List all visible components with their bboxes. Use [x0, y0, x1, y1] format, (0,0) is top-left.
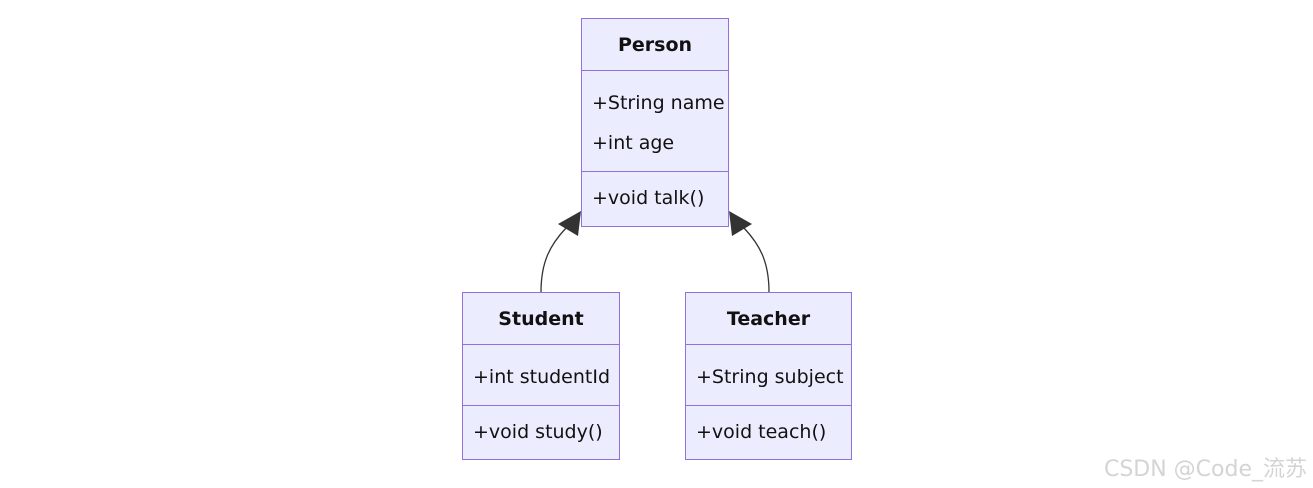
class-box-person[interactable]: Person +String name +int age +void talk(… [581, 18, 729, 227]
inheritance-edge-teacher-person [743, 227, 770, 293]
method-talk: +void talk() [592, 187, 705, 209]
attribute-age: +int age [592, 132, 675, 154]
method-teach: +void teach() [696, 421, 827, 443]
methods-section-person: +void talk() [582, 172, 728, 210]
attribute-name: +String name [592, 92, 725, 114]
method-study: +void study() [473, 421, 603, 443]
inheritance-arrowhead-student [558, 211, 581, 236]
attribute-student-id: +int studentId [473, 366, 611, 388]
attributes-section-person: +String name +int age [582, 71, 728, 172]
class-name-student: Student [463, 293, 619, 345]
methods-section-student: +void study() [463, 406, 619, 444]
inheritance-edge-student-person [540, 227, 567, 293]
attribute-subject: +String subject [696, 366, 844, 388]
class-box-teacher[interactable]: Teacher +String subject +void teach() [685, 292, 852, 460]
watermark-text: CSDN @Code_流苏 [1103, 457, 1307, 482]
class-box-student[interactable]: Student +int studentId +void study() [462, 292, 620, 460]
methods-section-teacher: +void teach() [686, 406, 851, 444]
attributes-section-student: +int studentId [463, 345, 619, 406]
attributes-section-teacher: +String subject [686, 345, 851, 406]
class-name-person: Person [582, 19, 728, 71]
inheritance-arrowhead-teacher [729, 211, 752, 236]
class-name-teacher: Teacher [686, 293, 851, 345]
